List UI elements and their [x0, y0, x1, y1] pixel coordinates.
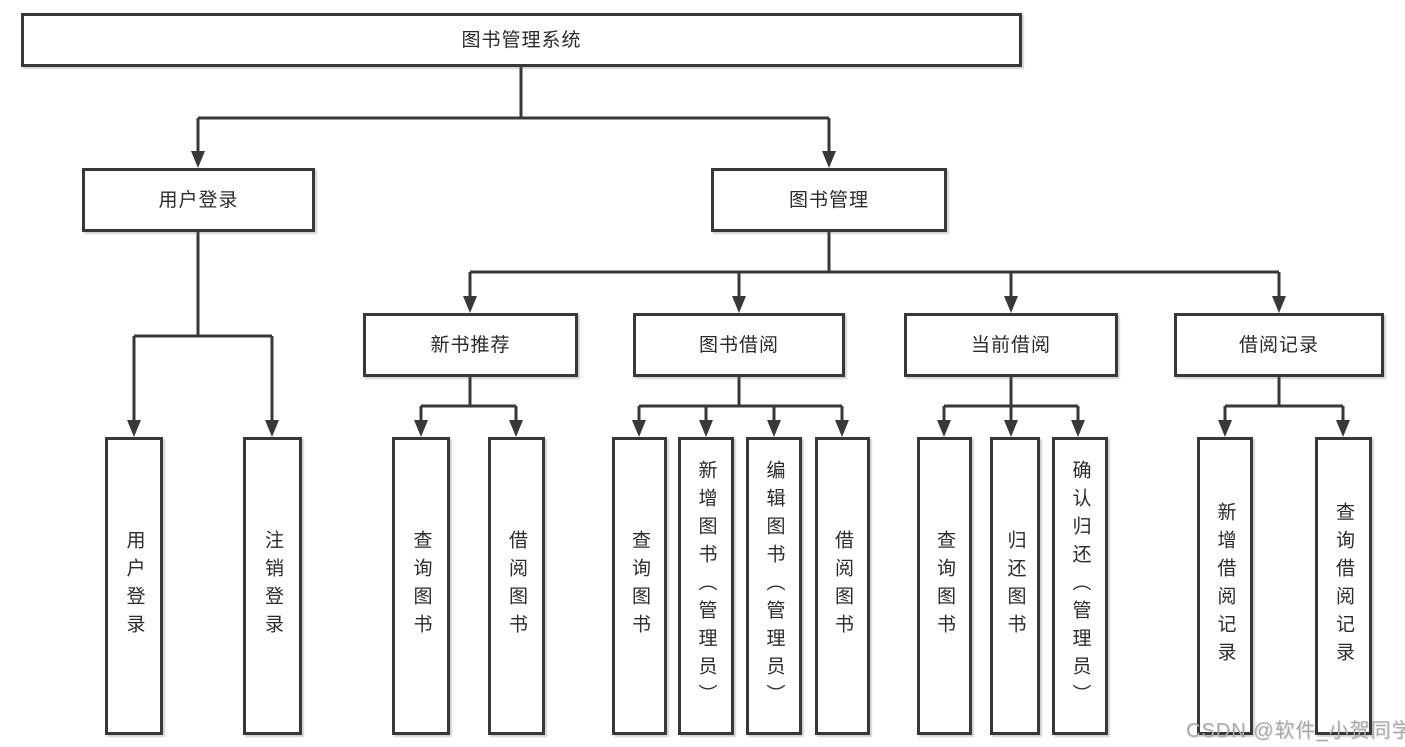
- leaf-user-login: 用户登录: [105, 437, 163, 735]
- leaf-query-books-recommend: 查询图书: [392, 437, 450, 735]
- node-user-login: 用户登录: [82, 168, 315, 232]
- node-label: 当前借阅: [970, 334, 1051, 356]
- node-label: 用户登录: [158, 189, 239, 211]
- leaf-query-books-current: 查询图书: [917, 437, 972, 735]
- node-borrow-records: 借阅记录: [1174, 313, 1384, 377]
- leaf-label: 借阅图书: [506, 530, 527, 642]
- node-label: 新书推荐: [430, 334, 511, 356]
- leaf-label: 查询图书: [410, 530, 432, 642]
- leaf-label: 查询图书: [629, 530, 650, 642]
- node-label: 图书借阅: [698, 334, 779, 356]
- leaf-logout: 注销登录: [243, 437, 302, 735]
- leaf-label: 查询图书: [934, 530, 955, 642]
- leaf-label: 新增借阅记录: [1214, 502, 1236, 670]
- node-label: 借阅记录: [1238, 334, 1319, 356]
- leaf-label: 归还图书: [1004, 530, 1026, 642]
- leaf-borrow-books: 借阅图书: [815, 437, 870, 735]
- leaf-return-books: 归还图书: [990, 437, 1040, 735]
- leaf-query-books-borrow: 查询图书: [612, 437, 667, 735]
- leaf-label: 查询借阅记录: [1333, 502, 1354, 670]
- node-label: 图书管理: [788, 189, 869, 211]
- leaf-label: 借阅图书: [832, 530, 853, 642]
- leaf-add-borrow-record: 新增借阅记录: [1197, 437, 1253, 735]
- watermark: CSDN @软件_小贺同学: [1186, 720, 1405, 742]
- node-current-borrow: 当前借阅: [904, 313, 1118, 377]
- leaf-borrow-books-recommend: 借阅图书: [488, 437, 545, 735]
- node-book-borrow: 图书借阅: [633, 313, 845, 377]
- leaf-label: 注销登录: [262, 530, 283, 642]
- leaf-label: 编辑图书（管理员）: [763, 460, 785, 712]
- node-root-label: 图书管理系统: [461, 29, 582, 51]
- leaf-confirm-return-admin: 确认归还（管理员）: [1052, 437, 1108, 735]
- node-new-book-recommend: 新书推荐: [363, 313, 578, 377]
- node-book-management: 图书管理: [711, 168, 947, 232]
- leaf-edit-books-admin: 编辑图书（管理员）: [746, 437, 802, 735]
- leaf-add-books-admin: 新增图书（管理员）: [678, 437, 734, 735]
- leaf-label: 确认归还（管理员）: [1069, 460, 1091, 712]
- leaf-query-borrow-record: 查询借阅记录: [1315, 437, 1372, 735]
- leaf-label: 新增图书（管理员）: [695, 460, 717, 712]
- node-root: 图书管理系统: [21, 13, 1022, 67]
- leaf-label: 用户登录: [123, 530, 145, 642]
